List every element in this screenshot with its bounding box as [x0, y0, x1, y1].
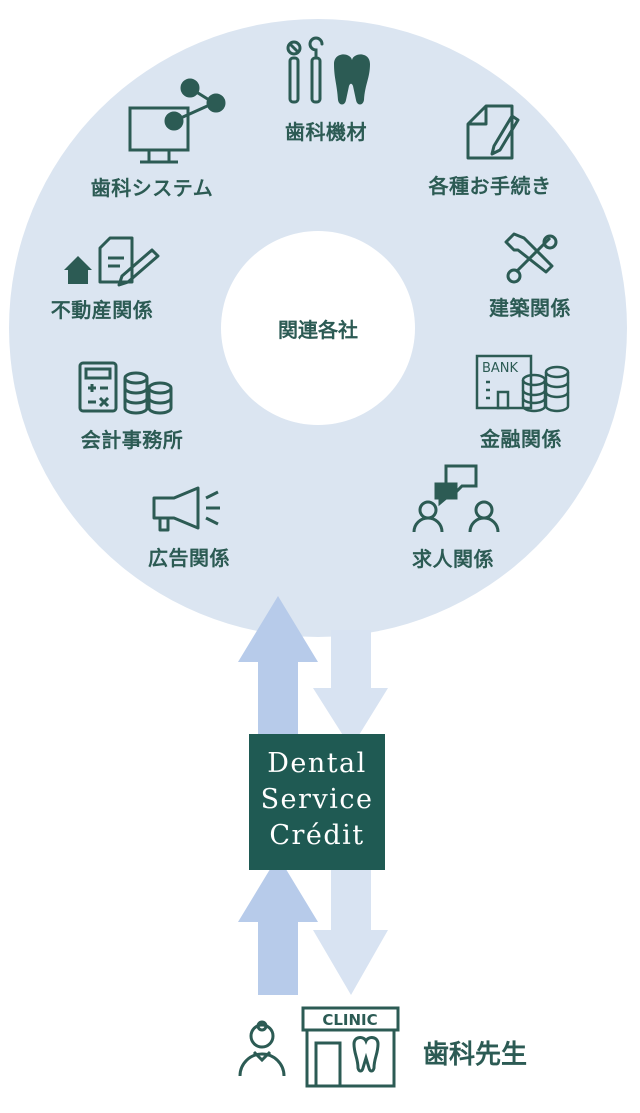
hub-line-3: Crédit: [269, 820, 365, 851]
bank-sign-text: BANK: [482, 361, 519, 376]
category-label-advertising: 広告関係: [148, 546, 230, 570]
category-label-dental-system: 歯科システム: [90, 176, 214, 200]
arrow-down-top: [313, 630, 388, 748]
center-circle: [221, 231, 415, 425]
computer-network-icon: [128, 78, 226, 164]
arrow-up-bottom: [238, 856, 318, 995]
house-contract-icon: [64, 236, 160, 287]
hub-line-2: Service: [260, 784, 374, 815]
bank-coins-icon: BANK: [475, 354, 570, 413]
clinic-sign-text: CLINIC: [322, 1011, 377, 1029]
document-pen-icon: [466, 104, 520, 160]
clinic-storefront-icon: CLINIC: [301, 1006, 400, 1088]
arrow-down-bottom: [313, 870, 388, 995]
category-label-recruitment: 求人関係: [412, 547, 494, 571]
dental-service-credit-box: Dental Service Crédit: [249, 734, 385, 870]
megaphone-icon: [152, 486, 220, 532]
dental-tools-tooth-icon: [286, 36, 370, 105]
arrow-up-top: [238, 596, 318, 734]
calculator-coins-icon: [78, 361, 173, 415]
center-label: 関連各社: [278, 318, 358, 342]
people-chat-icon: [412, 464, 500, 533]
category-label-procedures: 各種お手続き: [428, 174, 552, 198]
hub-line-1: Dental: [267, 748, 367, 779]
category-label-construction: 建築関係: [489, 296, 571, 320]
category-label-dental-equipment: 歯科機材: [285, 120, 367, 144]
category-label-finance: 金融関係: [480, 427, 562, 451]
dentist-label: 歯科先生: [423, 1040, 528, 1070]
dentist-icon: [238, 1020, 286, 1077]
category-label-real-estate: 不動産関係: [50, 298, 154, 322]
category-label-accounting: 会計事務所: [80, 428, 184, 452]
hammer-wrench-icon: [504, 232, 558, 284]
